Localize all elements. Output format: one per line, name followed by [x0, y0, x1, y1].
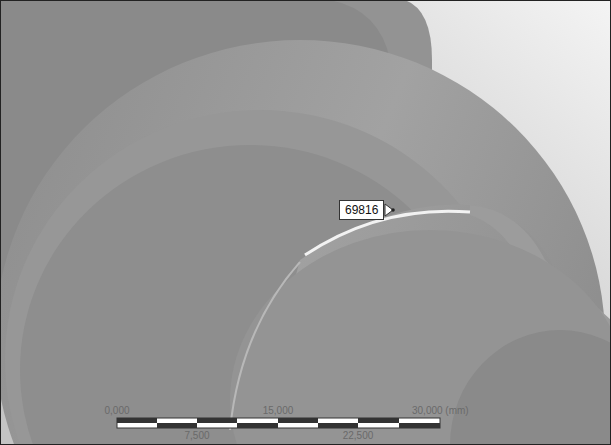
- scale-value: 22,500: [343, 430, 374, 441]
- shaft-end-face: [450, 330, 611, 445]
- scale-value: 7,500: [184, 430, 209, 441]
- scale-value: 0,000: [104, 405, 129, 416]
- probe-label: 69816: [339, 200, 384, 220]
- groove-edge: [305, 211, 470, 255]
- groove-edge: [230, 262, 300, 430]
- probe-value: 69816: [345, 203, 378, 217]
- scale-bar: [117, 418, 440, 428]
- scale-value: 30,000 (mm): [412, 405, 469, 416]
- scale-value: 15,000: [263, 405, 294, 416]
- probe-point: [391, 208, 395, 212]
